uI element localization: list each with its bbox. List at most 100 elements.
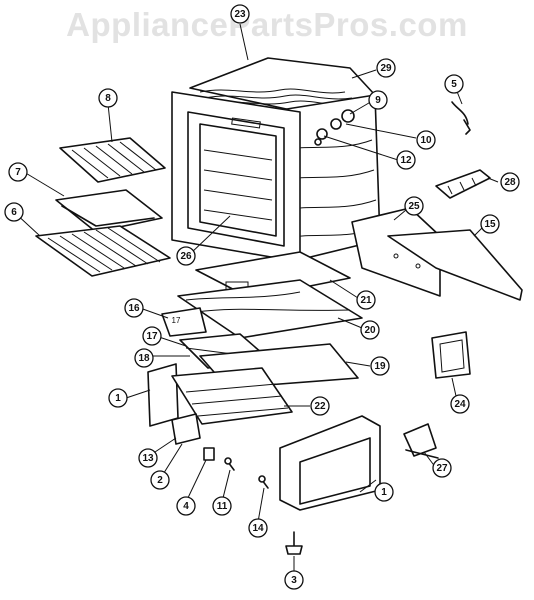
callout-23: 23	[230, 4, 250, 24]
callout-circle	[310, 396, 330, 416]
callout-label: 26	[180, 251, 192, 262]
callout-circle	[212, 496, 232, 516]
callout-label: 21	[360, 295, 372, 306]
callout-circle	[416, 130, 436, 150]
callout-1b: 1	[374, 482, 394, 502]
callout-label: 19	[374, 361, 386, 372]
callout-circle	[376, 58, 396, 78]
callout-24: 24	[450, 394, 470, 414]
callout-circle	[150, 470, 170, 490]
callout-label: 25	[408, 201, 420, 212]
callout-label: 6	[11, 207, 17, 218]
callout-circle	[98, 88, 118, 108]
callout-label: 17	[146, 331, 158, 342]
callout-label: 15	[484, 219, 496, 230]
callout-circle	[138, 448, 158, 468]
callout-29: 29	[376, 58, 396, 78]
callout-circle	[108, 388, 128, 408]
callout-circle	[134, 348, 154, 368]
callout-label: 5	[451, 79, 457, 90]
callout-label: 1	[381, 487, 387, 498]
callout-circle	[176, 496, 196, 516]
callout-9: 9	[368, 90, 388, 110]
callout-22: 22	[310, 396, 330, 416]
callout-circle	[444, 74, 464, 94]
side-panels	[351, 101, 523, 301]
callout-label: 10	[420, 135, 432, 146]
callout-label: 4	[183, 501, 189, 512]
callout-1a: 1	[108, 388, 128, 408]
callout-label: 2	[157, 475, 163, 486]
callout-label: 18	[138, 353, 150, 364]
callout-circle	[4, 202, 24, 222]
callout-7: 7	[8, 162, 28, 182]
callout-label: 24	[454, 399, 466, 410]
callout-18: 18	[134, 348, 154, 368]
callout-label: 3	[291, 575, 297, 586]
callout-10: 10	[416, 130, 436, 150]
callout-circle	[480, 214, 500, 234]
callout-13: 13	[138, 448, 158, 468]
callout-circle	[500, 172, 520, 192]
callout-circle	[450, 394, 470, 414]
callout-label: 1	[115, 393, 121, 404]
callout-circle	[374, 482, 394, 502]
callout-27: 27	[432, 458, 452, 478]
callout-label: 27	[436, 463, 448, 474]
callout-label: 20	[364, 325, 376, 336]
callout-circle	[124, 298, 144, 318]
callout-circle	[370, 356, 390, 376]
callout-21: 21	[356, 290, 376, 310]
stray-label: 17	[172, 316, 181, 325]
callout-20: 20	[360, 320, 380, 340]
callout-14: 14	[248, 518, 268, 538]
callout-label: 28	[504, 177, 516, 188]
callout-circle	[142, 326, 162, 346]
callout-3: 3	[284, 570, 304, 590]
callout-label: 12	[400, 155, 412, 166]
callout-label: 16	[128, 303, 140, 314]
callout-label: 13	[142, 453, 154, 464]
callout-15: 15	[480, 214, 500, 234]
callout-26: 26	[176, 246, 196, 266]
broiler-rack-set	[35, 137, 171, 277]
callout-12: 12	[396, 150, 416, 170]
callout-4: 4	[176, 496, 196, 516]
callout-circle	[360, 320, 380, 340]
callout-circle	[404, 196, 424, 216]
misc-parts	[285, 331, 471, 555]
callout-label: 7	[15, 167, 21, 178]
callout-circle	[230, 4, 250, 24]
callout-circle	[432, 458, 452, 478]
callout-11: 11	[212, 496, 232, 516]
callout-circle	[284, 570, 304, 590]
callout-19: 19	[370, 356, 390, 376]
callout-label: 14	[252, 523, 264, 534]
callout-label: 22	[314, 401, 326, 412]
drawer-front	[279, 415, 381, 511]
callout-28: 28	[500, 172, 520, 192]
callout-circle	[368, 90, 388, 110]
callout-circle	[356, 290, 376, 310]
callout-label: 23	[234, 9, 246, 20]
callout-2: 2	[150, 470, 170, 490]
callout-label: 8	[105, 93, 111, 104]
watermark: AppliancePartsPros.com	[66, 6, 468, 43]
callout-17: 17	[142, 326, 162, 346]
callout-label: 11	[217, 501, 228, 512]
lower-frame	[147, 363, 293, 489]
callout-8: 8	[98, 88, 118, 108]
oven-cabinet	[171, 57, 381, 263]
callout-label: 29	[380, 63, 392, 74]
callout-circle	[8, 162, 28, 182]
callout-25: 25	[404, 196, 424, 216]
callout-6: 6	[4, 202, 24, 222]
callout-circle	[176, 246, 196, 266]
callout-16: 16	[124, 298, 144, 318]
leader-lines	[13, 23, 499, 574]
callout-5: 5	[444, 74, 464, 94]
callout-circle	[248, 518, 268, 538]
callout-circle	[396, 150, 416, 170]
